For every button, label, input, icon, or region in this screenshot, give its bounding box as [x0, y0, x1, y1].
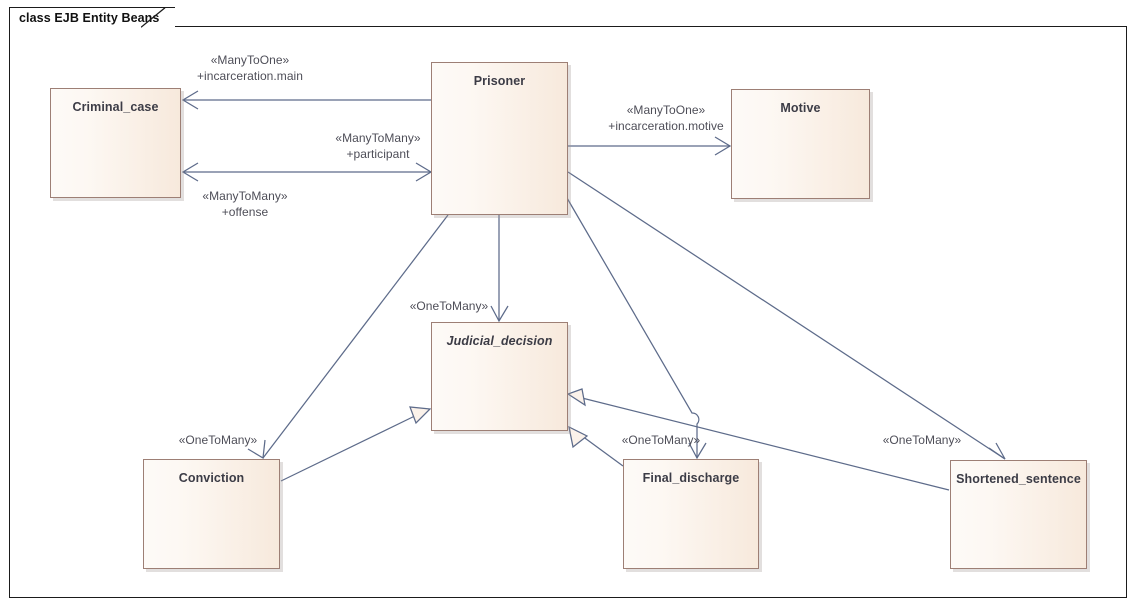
stereotype-many-to-one-motive: «ManyToOne» — [626, 103, 706, 117]
class-box-prisoner[interactable]: Prisoner — [431, 62, 568, 215]
stereotype-many-to-one: «ManyToOne» — [210, 53, 290, 67]
class-name-criminal-case: Criminal_case — [72, 100, 159, 114]
diagram-frame — [9, 26, 1127, 598]
class-box-criminal-case[interactable]: Criminal_case — [50, 88, 181, 198]
diagram-frame-tab: class EJB Entity Beans — [9, 7, 176, 27]
connector-label-one-to-many-conviction: «OneToMany» — [158, 432, 278, 448]
diagram-title: class EJB Entity Beans — [19, 10, 160, 25]
class-box-conviction[interactable]: Conviction — [143, 459, 280, 569]
class-box-shortened-sentence[interactable]: Shortened_sentence — [950, 460, 1087, 569]
stereotype-many-to-many-participant: «ManyToMany» — [335, 131, 421, 145]
class-name-shortened-sentence: Shortened_sentence — [956, 472, 1081, 486]
connector-label-participant: «ManyToMany» +participant — [298, 130, 458, 162]
connector-label-incarceration-motive: «ManyToOne» +incarceration.motive — [576, 102, 756, 134]
stereotype-one-to-many-judicial: «OneToMany» — [409, 299, 489, 313]
connector-label-incarceration-main: «ManyToOne» +incarceration.main — [170, 52, 330, 84]
class-name-final-discharge: Final_discharge — [642, 471, 740, 485]
class-box-judicial-decision[interactable]: Judicial_decision — [431, 322, 568, 431]
role-incarceration-motive: +incarceration.motive — [608, 119, 724, 133]
connector-label-one-to-many-shortened-sentence: «OneToMany» — [862, 432, 982, 448]
class-name-judicial-decision: Judicial_decision — [446, 334, 553, 348]
stereotype-one-to-many-conviction: «OneToMany» — [178, 433, 258, 447]
role-participant: +participant — [346, 147, 410, 161]
class-name-conviction: Conviction — [178, 471, 245, 485]
class-box-final-discharge[interactable]: Final_discharge — [623, 459, 759, 569]
connector-label-one-to-many-final-discharge: «OneToMany» — [601, 432, 721, 448]
class-name-motive: Motive — [780, 101, 821, 115]
role-offense: +offense — [221, 205, 269, 219]
stereotype-one-to-many-final-discharge: «OneToMany» — [621, 433, 701, 447]
class-name-prisoner: Prisoner — [473, 74, 526, 88]
stereotype-one-to-many-shortened-sentence: «OneToMany» — [882, 433, 962, 447]
connector-label-offense: «ManyToMany» +offense — [165, 188, 325, 220]
stereotype-many-to-many-offense: «ManyToMany» — [202, 189, 288, 203]
class-box-motive[interactable]: Motive — [731, 89, 870, 199]
connector-label-one-to-many-judicial: «OneToMany» — [389, 298, 509, 314]
role-incarceration-main: +incarceration.main — [196, 69, 303, 83]
